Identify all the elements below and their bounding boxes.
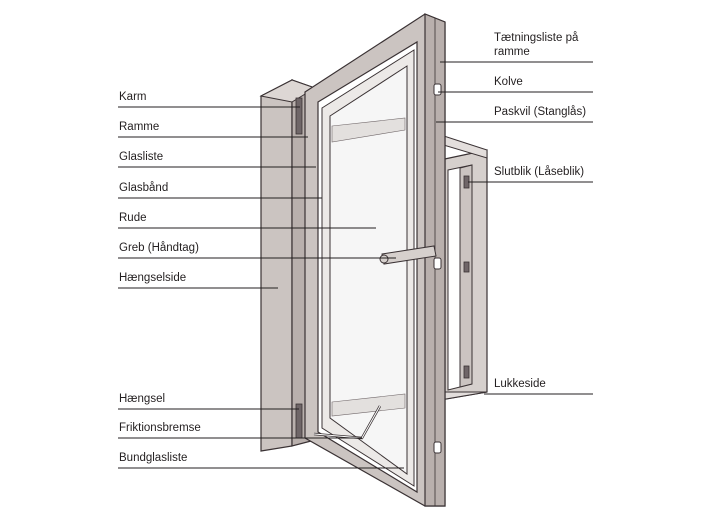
slutblik-lower <box>463 261 470 273</box>
label-rude: Rude <box>119 212 147 224</box>
label-taetningsliste: Tætningsliste på ramme <box>494 32 579 58</box>
kolve-middle <box>433 257 442 270</box>
haengsel-top <box>295 97 303 135</box>
label-paskvil: Paskvil (Stanglås) <box>494 106 587 118</box>
label-slutblik: Slutblik (Låseblik) <box>494 166 585 178</box>
label-haengselside: Hængselside <box>119 272 187 284</box>
greb-knob <box>379 254 389 264</box>
label-haengsel: Hængsel <box>119 393 166 405</box>
label-karm: Karm <box>119 91 147 103</box>
label-ramme: Ramme <box>119 121 160 133</box>
karm-left-front <box>260 79 293 452</box>
kolve-bottom <box>433 441 442 454</box>
rude-reflection-bottom <box>331 393 406 417</box>
label-kolve: Kolve <box>494 76 523 88</box>
slutblik-bottom <box>463 365 470 379</box>
karm-right-rabbet <box>459 164 473 388</box>
label-greb: Greb (Håndtag) <box>119 242 199 254</box>
rude-reflection <box>331 117 406 143</box>
rude-glass <box>329 65 408 475</box>
label-glasliste: Glasliste <box>119 151 164 163</box>
label-friktionsbremse: Friktionsbremse <box>119 422 201 434</box>
kolve-top <box>433 83 442 96</box>
label-lukkeside: Lukkeside <box>494 378 546 390</box>
label-glasbaand: Glasbånd <box>119 182 169 194</box>
label-bundglasliste: Bundglasliste <box>119 452 188 464</box>
